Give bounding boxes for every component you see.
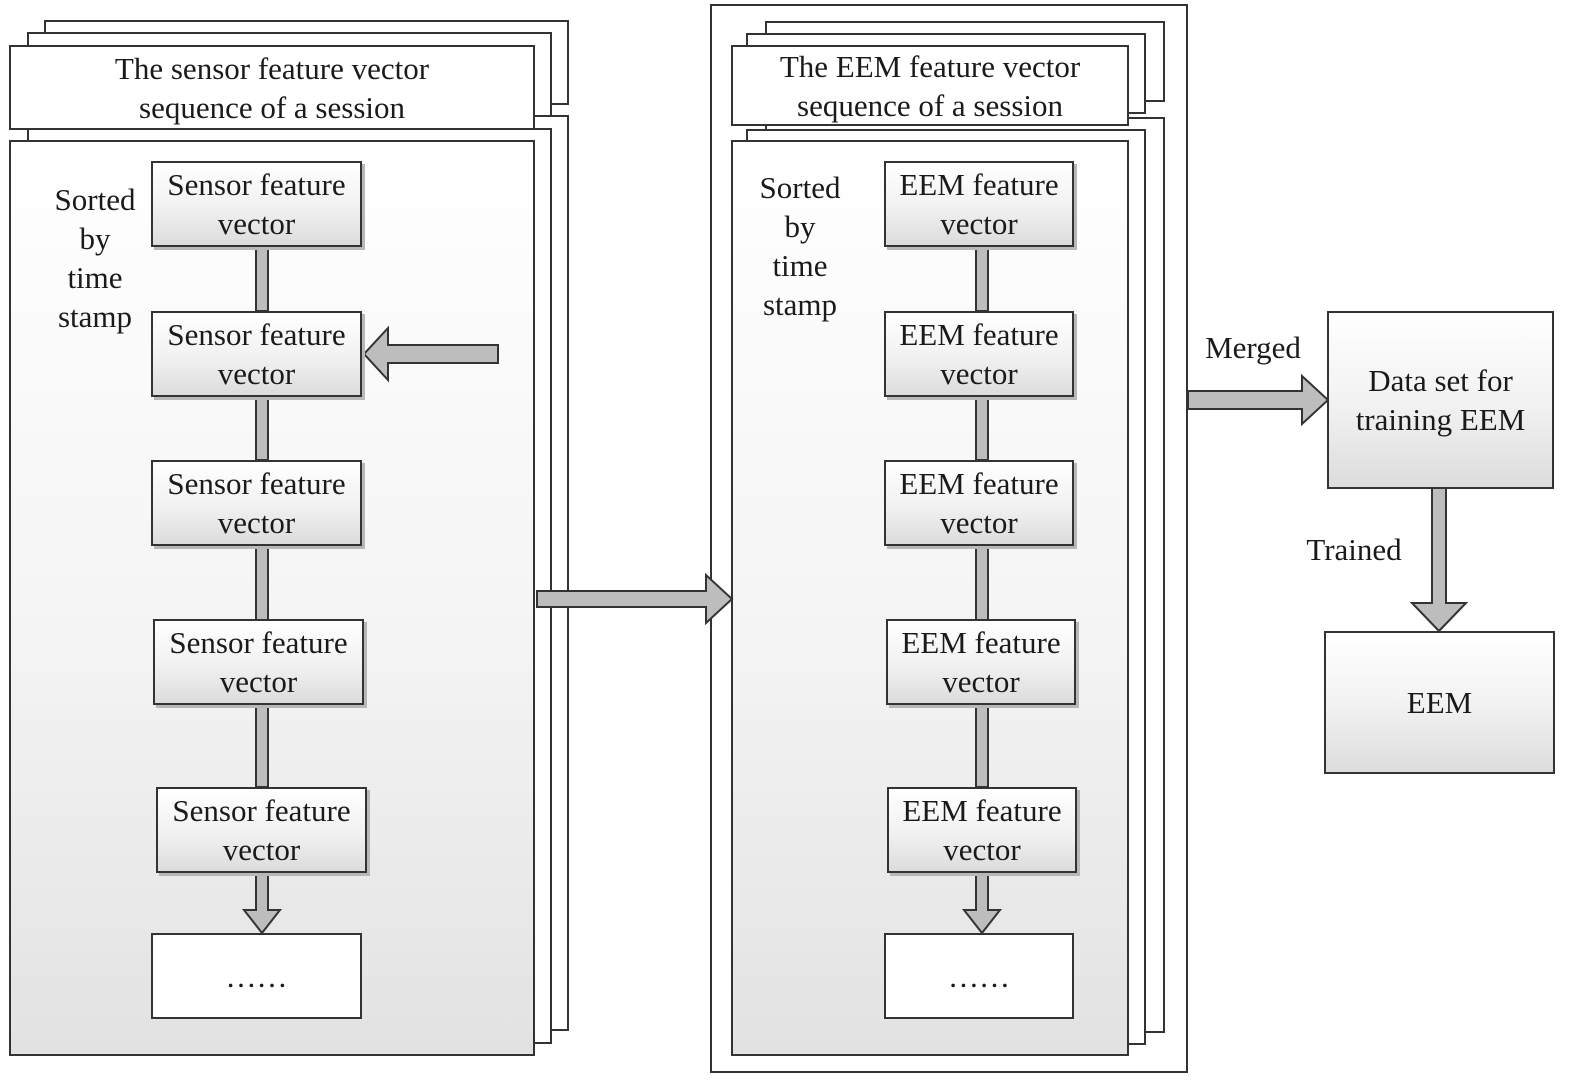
transform-right-arrow [536, 572, 734, 626]
eem-ellipsis-box: …… [884, 933, 1074, 1019]
box-line: vector [940, 505, 1018, 540]
left-panel [9, 140, 535, 1056]
box-line: vector [217, 505, 296, 540]
sensor-ellipsis: …… [225, 958, 288, 994]
sensor-feature-vector-box-1: Sensor feature vector [151, 161, 362, 247]
left-header-line-1: The sensor feature vector [114, 50, 430, 86]
middle-connector-4 [975, 704, 989, 788]
middle-connector-1 [975, 246, 989, 312]
dataset-box-line-1: Data set for [1368, 363, 1513, 398]
left-down-arrow [241, 872, 283, 935]
left-sort-label: Sorted by time stamp [40, 180, 150, 336]
left-connector-1 [255, 246, 269, 312]
box-line: Sensor feature [167, 167, 346, 202]
box-line: Sensor feature [169, 625, 348, 660]
eem-feature-vector-box-4: EEM feature vector [886, 619, 1076, 705]
box-line: EEM feature [902, 793, 1062, 828]
eem-box-label: EEM [1406, 685, 1473, 720]
eem-feature-vector-box-3: EEM feature vector [884, 460, 1074, 546]
left-header-line-2: sequence of a session [139, 89, 405, 125]
sensor-feature-vector-box-4: Sensor feature vector [153, 619, 364, 705]
box-line: vector [942, 664, 1020, 699]
middle-sort-label-line-3: time [772, 248, 828, 283]
box-line: vector [940, 356, 1018, 391]
sensor-feature-vector-box-3: Sensor feature vector [151, 460, 362, 546]
trained-down-arrow [1409, 487, 1469, 633]
box-line: Sensor feature [167, 466, 346, 501]
left-sort-label-line-3: time [67, 260, 123, 295]
left-header: The sensor feature vector sequence of a … [9, 45, 535, 130]
dataset-box-line-2: training EEM [1355, 402, 1526, 437]
left-sort-label-line-4: stamp [57, 299, 133, 334]
box-line: Sensor feature [167, 317, 346, 352]
box-line: Sensor feature [172, 793, 351, 828]
sensor-feature-vector-box-2: Sensor feature vector [151, 311, 362, 397]
middle-connector-3 [975, 545, 989, 621]
middle-panel [731, 140, 1129, 1056]
box-line: EEM feature [899, 167, 1059, 202]
sensor-feature-vector-box-5: Sensor feature vector [156, 787, 367, 873]
dataset-box: Data set for training EEM [1327, 311, 1554, 489]
box-line: EEM feature [899, 317, 1059, 352]
middle-header: The EEM feature vector sequence of a ses… [731, 45, 1129, 126]
input-left-arrow [362, 325, 499, 383]
middle-sort-label-line-2: by [784, 209, 816, 244]
box-line: vector [222, 832, 301, 867]
left-sort-label-line-2: by [79, 221, 111, 256]
middle-sort-label-line-1: Sorted [759, 170, 841, 205]
middle-sort-label: Sorted by time stamp [745, 168, 855, 324]
left-connector-4 [255, 704, 269, 788]
eem-feature-vector-box-2: EEM feature vector [884, 311, 1074, 397]
middle-down-arrow [961, 872, 1003, 935]
sensor-ellipsis-box: …… [151, 933, 362, 1019]
box-line: vector [217, 356, 296, 391]
box-line: vector [940, 206, 1018, 241]
trained-label: Trained [1306, 532, 1402, 567]
box-line: vector [217, 206, 296, 241]
box-line: EEM feature [899, 466, 1059, 501]
box-line: vector [219, 664, 298, 699]
eem-box: EEM [1324, 631, 1555, 774]
left-connector-3 [255, 545, 269, 621]
left-connector-2 [255, 395, 269, 461]
merged-label: Merged [1205, 330, 1301, 365]
eem-feature-vector-box-5: EEM feature vector [887, 787, 1077, 873]
left-sort-label-line-1: Sorted [54, 182, 136, 217]
eem-feature-vector-box-1: EEM feature vector [884, 161, 1074, 247]
middle-header-line-2: sequence of a session [797, 87, 1063, 123]
merged-right-arrow [1187, 373, 1330, 427]
middle-sort-label-line-4: stamp [762, 287, 838, 322]
eem-ellipsis: …… [948, 958, 1010, 994]
box-line: EEM feature [901, 625, 1061, 660]
middle-connector-2 [975, 395, 989, 461]
middle-header-line-1: The EEM feature vector [779, 48, 1081, 84]
box-line: vector [943, 832, 1021, 867]
